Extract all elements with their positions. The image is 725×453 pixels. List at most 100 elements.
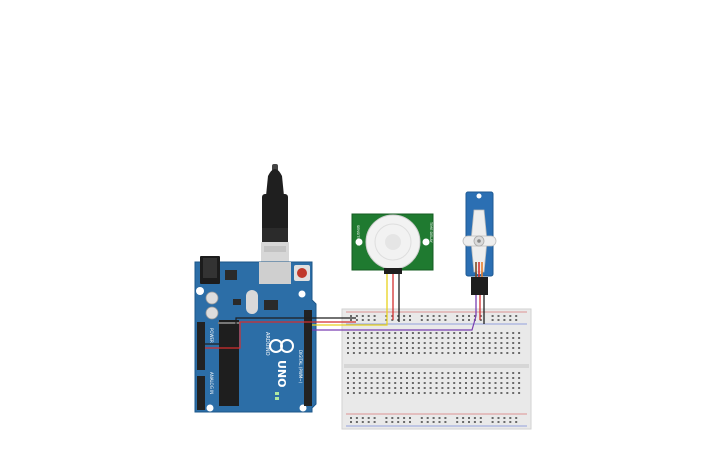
breadboard-hole[interactable] xyxy=(411,392,414,394)
breadboard-hole[interactable] xyxy=(441,352,444,354)
breadboard-hole[interactable] xyxy=(400,347,403,349)
rail-hole[interactable] xyxy=(468,315,470,317)
breadboard-hole[interactable] xyxy=(423,372,426,374)
breadboard-hole[interactable] xyxy=(370,372,373,374)
breadboard-hole[interactable] xyxy=(441,387,444,389)
breadboard-hole[interactable] xyxy=(447,347,450,349)
breadboard-hole[interactable] xyxy=(417,342,420,344)
breadboard-hole[interactable] xyxy=(394,352,397,354)
breadboard-hole[interactable] xyxy=(406,387,408,389)
breadboard-hole[interactable] xyxy=(417,382,420,384)
rail-hole[interactable] xyxy=(355,417,358,419)
breadboard-hole[interactable] xyxy=(506,337,509,339)
breadboard-hole[interactable] xyxy=(500,372,503,374)
rail-hole[interactable] xyxy=(426,421,429,423)
breadboard-hole[interactable] xyxy=(476,332,479,334)
rail-hole[interactable] xyxy=(391,315,394,317)
breadboard-hole[interactable] xyxy=(447,352,450,354)
breadboard-hole[interactable] xyxy=(352,387,355,389)
breadboard-hole[interactable] xyxy=(352,347,355,349)
breadboard-hole[interactable] xyxy=(512,352,515,354)
breadboard-hole[interactable] xyxy=(512,337,515,339)
rail-hole[interactable] xyxy=(355,315,358,317)
breadboard-hole[interactable] xyxy=(370,342,373,344)
breadboard-hole[interactable] xyxy=(364,377,367,379)
rail-hole[interactable] xyxy=(515,421,518,423)
breadboard-hole[interactable] xyxy=(352,337,355,339)
rail-hole[interactable] xyxy=(497,421,500,423)
breadboard-hole[interactable] xyxy=(465,337,467,339)
breadboard-hole[interactable] xyxy=(494,347,497,349)
breadboard-hole[interactable] xyxy=(465,392,467,394)
breadboard-hole[interactable] xyxy=(459,387,462,389)
breadboard-hole[interactable] xyxy=(417,377,420,379)
rail-hole[interactable] xyxy=(473,417,476,419)
breadboard-hole[interactable] xyxy=(382,352,385,354)
breadboard-hole[interactable] xyxy=(459,372,462,374)
breadboard-hole[interactable] xyxy=(400,377,403,379)
rail-hole[interactable] xyxy=(497,315,500,317)
breadboard-hole[interactable] xyxy=(476,382,479,384)
breadboard-hole[interactable] xyxy=(447,382,450,384)
rail-hole[interactable] xyxy=(462,315,465,317)
rail-hole[interactable] xyxy=(403,319,406,321)
rail-hole[interactable] xyxy=(479,421,482,423)
breadboard-hole[interactable] xyxy=(429,342,432,344)
servo-horn[interactable] xyxy=(462,209,497,273)
breadboard-hole[interactable] xyxy=(441,382,444,384)
breadboard-hole[interactable] xyxy=(388,332,391,334)
breadboard-hole[interactable] xyxy=(441,377,444,379)
rail-hole[interactable] xyxy=(444,417,447,419)
breadboard-hole[interactable] xyxy=(512,372,515,374)
breadboard-hole[interactable] xyxy=(400,352,403,354)
rail-hole[interactable] xyxy=(397,421,400,423)
rail-hole[interactable] xyxy=(515,315,518,317)
rail-hole[interactable] xyxy=(432,421,435,423)
breadboard-hole[interactable] xyxy=(429,377,432,379)
rail-hole[interactable] xyxy=(350,417,352,419)
breadboard-hole[interactable] xyxy=(423,342,426,344)
rail-hole[interactable] xyxy=(373,417,376,419)
rail-hole[interactable] xyxy=(456,421,459,423)
breadboard-hole[interactable] xyxy=(482,342,485,344)
rail-hole[interactable] xyxy=(420,315,423,317)
breadboard-hole[interactable] xyxy=(429,352,432,354)
breadboard-hole[interactable] xyxy=(347,332,349,334)
breadboard-hole[interactable] xyxy=(411,382,414,384)
rail-hole[interactable] xyxy=(515,417,518,419)
breadboard-hole[interactable] xyxy=(417,347,420,349)
breadboard-hole[interactable] xyxy=(406,382,408,384)
rail-hole[interactable] xyxy=(367,421,370,423)
rail-hole[interactable] xyxy=(426,315,429,317)
breadboard-hole[interactable] xyxy=(376,387,379,389)
breadboard-hole[interactable] xyxy=(417,392,420,394)
breadboard-hole[interactable] xyxy=(364,392,367,394)
rail-hole[interactable] xyxy=(438,417,441,419)
breadboard-hole[interactable] xyxy=(423,352,426,354)
breadboard-hole[interactable] xyxy=(459,352,462,354)
rail-hole[interactable] xyxy=(444,421,447,423)
breadboard-hole[interactable] xyxy=(382,337,385,339)
rail-hole[interactable] xyxy=(385,417,388,419)
breadboard-hole[interactable] xyxy=(394,377,397,379)
breadboard-hole[interactable] xyxy=(453,352,456,354)
rail-hole[interactable] xyxy=(391,421,394,423)
breadboard-hole[interactable] xyxy=(429,337,432,339)
breadboard-hole[interactable] xyxy=(441,372,444,374)
rail-hole[interactable] xyxy=(509,421,512,423)
breadboard-hole[interactable] xyxy=(423,347,426,349)
rail-hole[interactable] xyxy=(391,417,394,419)
breadboard-hole[interactable] xyxy=(476,377,479,379)
breadboard-hole[interactable] xyxy=(388,382,391,384)
breadboard-hole[interactable] xyxy=(388,337,391,339)
breadboard-hole[interactable] xyxy=(459,382,462,384)
rail-hole[interactable] xyxy=(497,319,500,321)
breadboard-hole[interactable] xyxy=(488,382,491,384)
breadboard[interactable] xyxy=(341,308,532,430)
breadboard-hole[interactable] xyxy=(482,352,485,354)
breadboard-hole[interactable] xyxy=(494,337,497,339)
breadboard-hole[interactable] xyxy=(352,342,355,344)
breadboard-hole[interactable] xyxy=(388,377,391,379)
breadboard-hole[interactable] xyxy=(500,377,503,379)
breadboard-hole[interactable] xyxy=(347,337,349,339)
